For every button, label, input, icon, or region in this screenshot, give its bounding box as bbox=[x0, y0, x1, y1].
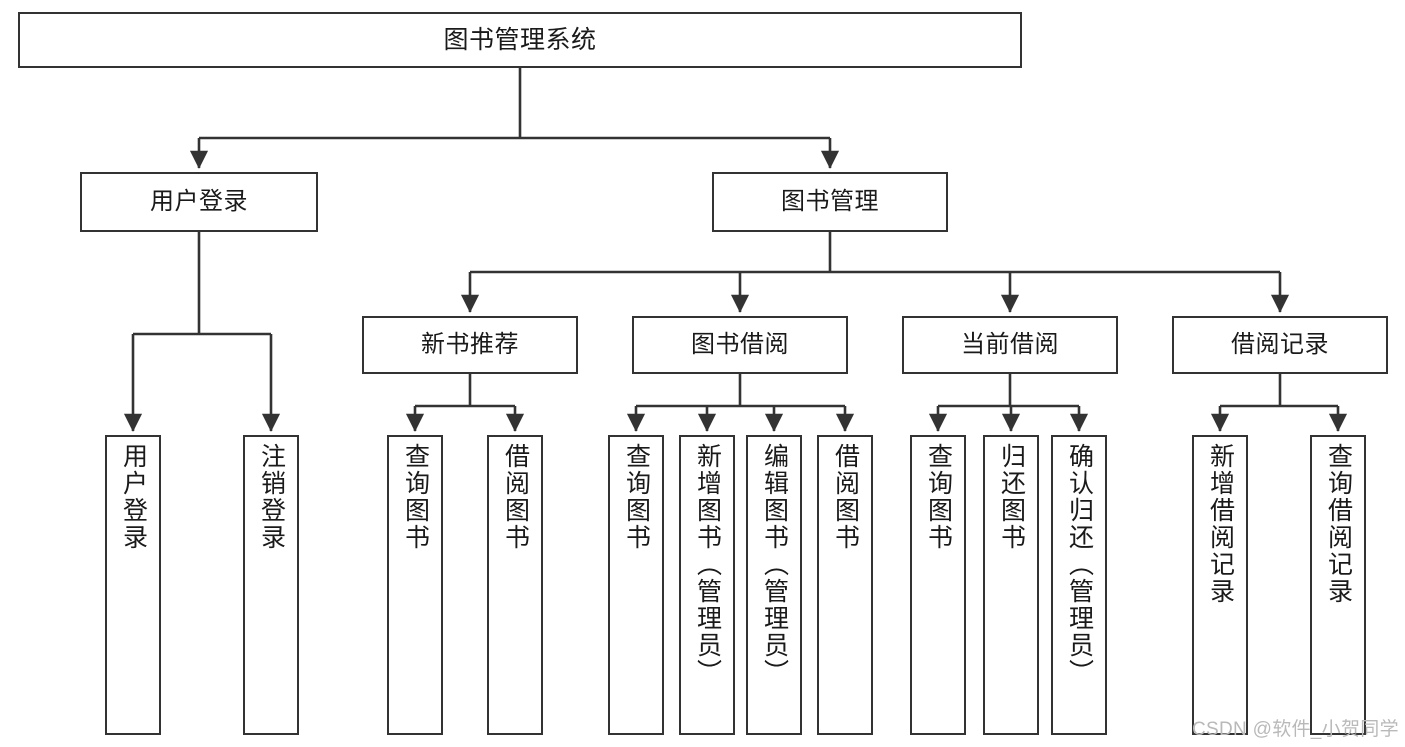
node-book-manage[interactable]: 图书管理 bbox=[712, 172, 948, 232]
node-leaf-add-book-label: 新增图书（管理员） bbox=[693, 443, 722, 686]
node-leaf-query-book-1[interactable]: 查询图书 bbox=[387, 435, 443, 735]
node-user-login-label: 用户登录 bbox=[150, 188, 248, 216]
node-leaf-query-book-3[interactable]: 查询图书 bbox=[910, 435, 966, 735]
node-root[interactable]: 图书管理系统 bbox=[18, 12, 1022, 68]
node-current-borrow-label: 当前借阅 bbox=[961, 331, 1059, 359]
node-new-book-rec-label: 新书推荐 bbox=[421, 331, 519, 359]
node-leaf-query-record-label: 查询借阅记录 bbox=[1324, 443, 1353, 605]
node-leaf-confirm-return-label: 确认归还（管理员） bbox=[1065, 443, 1094, 686]
node-leaf-query-book-3-label: 查询图书 bbox=[924, 443, 953, 551]
node-book-manage-label: 图书管理 bbox=[781, 188, 879, 216]
node-leaf-add-record[interactable]: 新增借阅记录 bbox=[1192, 435, 1248, 735]
node-leaf-borrow-book-2[interactable]: 借阅图书 bbox=[817, 435, 873, 735]
node-book-borrow[interactable]: 图书借阅 bbox=[632, 316, 848, 374]
node-leaf-user-login-label: 用户登录 bbox=[119, 443, 148, 551]
node-leaf-confirm-return[interactable]: 确认归还（管理员） bbox=[1051, 435, 1107, 735]
node-leaf-add-record-label: 新增借阅记录 bbox=[1206, 443, 1235, 605]
node-leaf-borrow-book-1[interactable]: 借阅图书 bbox=[487, 435, 543, 735]
node-user-login[interactable]: 用户登录 bbox=[80, 172, 318, 232]
node-current-borrow[interactable]: 当前借阅 bbox=[902, 316, 1118, 374]
node-leaf-return-book[interactable]: 归还图书 bbox=[983, 435, 1039, 735]
node-leaf-edit-book-label: 编辑图书（管理员） bbox=[760, 443, 789, 686]
node-new-book-rec[interactable]: 新书推荐 bbox=[362, 316, 578, 374]
node-leaf-return-book-label: 归还图书 bbox=[997, 443, 1026, 551]
node-borrow-record-label: 借阅记录 bbox=[1231, 331, 1329, 359]
node-root-label: 图书管理系统 bbox=[443, 25, 597, 54]
node-borrow-record[interactable]: 借阅记录 bbox=[1172, 316, 1388, 374]
node-leaf-borrow-book-1-label: 借阅图书 bbox=[501, 443, 530, 551]
node-leaf-borrow-book-2-label: 借阅图书 bbox=[831, 443, 860, 551]
watermark-text: CSDN @软件_小贺同学 bbox=[1192, 719, 1399, 740]
node-leaf-logout[interactable]: 注销登录 bbox=[243, 435, 299, 735]
node-leaf-query-record[interactable]: 查询借阅记录 bbox=[1310, 435, 1366, 735]
node-leaf-user-login[interactable]: 用户登录 bbox=[105, 435, 161, 735]
node-leaf-query-book-1-label: 查询图书 bbox=[401, 443, 430, 551]
node-leaf-add-book[interactable]: 新增图书（管理员） bbox=[679, 435, 735, 735]
node-leaf-query-book-2[interactable]: 查询图书 bbox=[608, 435, 664, 735]
node-leaf-logout-label: 注销登录 bbox=[257, 443, 286, 551]
node-leaf-query-book-2-label: 查询图书 bbox=[622, 443, 651, 551]
node-leaf-edit-book[interactable]: 编辑图书（管理员） bbox=[746, 435, 802, 735]
node-book-borrow-label: 图书借阅 bbox=[691, 331, 789, 359]
